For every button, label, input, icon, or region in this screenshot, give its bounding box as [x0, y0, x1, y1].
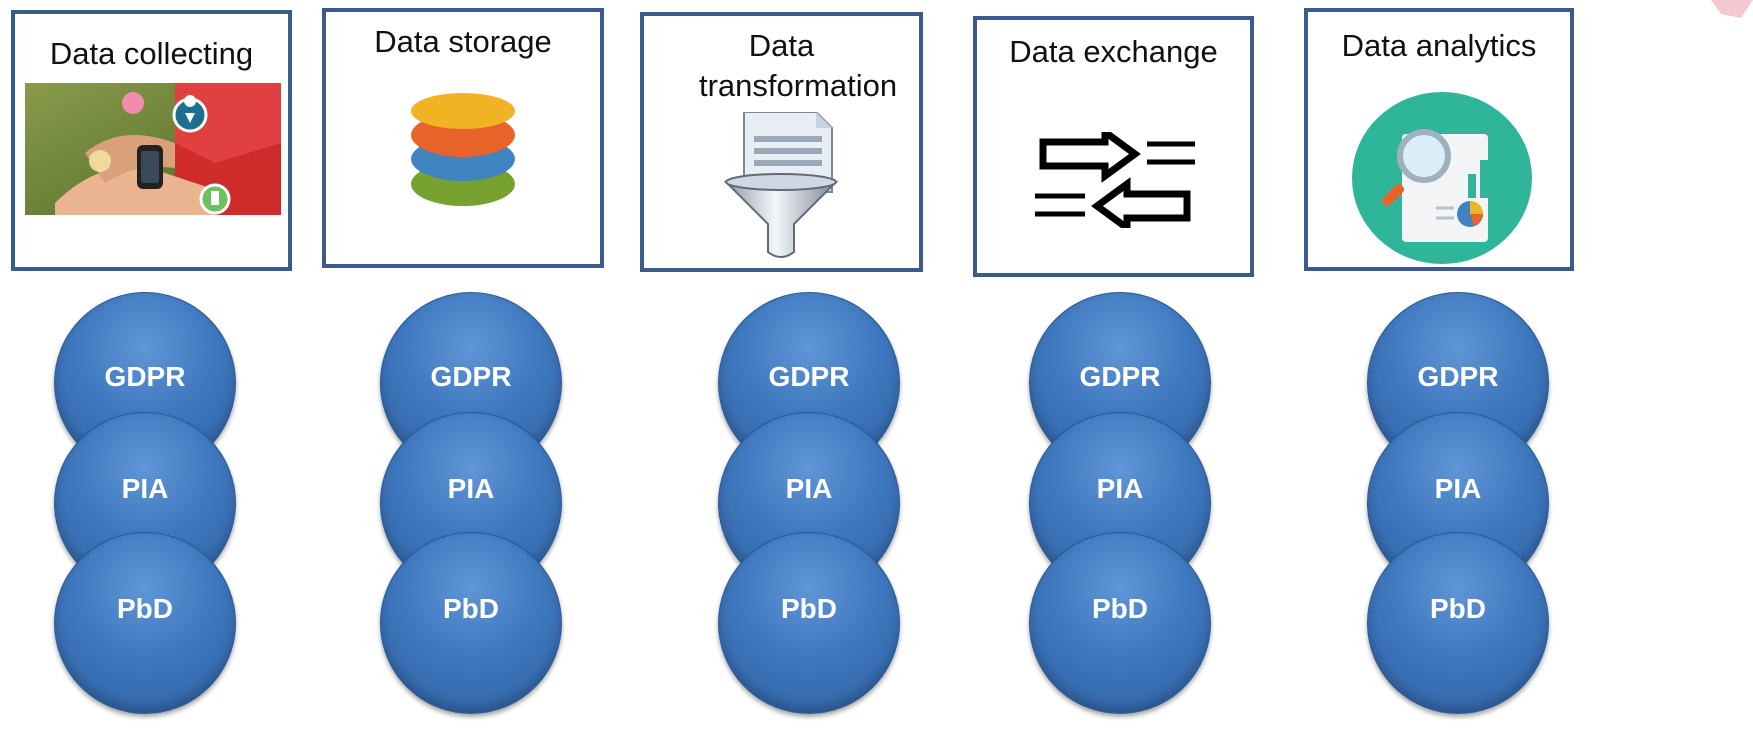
pbd-circle: PbD [1367, 532, 1549, 714]
analytics-report-icon [1352, 92, 1532, 264]
stage-title: Data storage [374, 24, 552, 59]
pbd-circle: PbD [1029, 532, 1211, 714]
pbd-circle: PbD [380, 532, 562, 714]
pbd-circle: PbD [718, 532, 900, 714]
corner-arrow-fragment [1711, 0, 1753, 18]
stage-box-data-collecting: Data collecting [11, 10, 292, 271]
data-funnel-icon [724, 112, 839, 258]
stage-title: Data analytics [1341, 28, 1537, 63]
stage-box-data-transformation: Data transformation [640, 12, 923, 272]
exchange-arrows-icon [1035, 132, 1195, 228]
privacy-stack-data-collecting: GDPR PIA PbD [54, 292, 236, 714]
smartwatch-photo-icon [25, 83, 281, 215]
privacy-stack-data-transformation: GDPR PIA PbD [718, 292, 900, 714]
privacy-stack-data-analytics: GDPR PIA PbD [1367, 292, 1549, 714]
stage-title: Data transformation [699, 28, 898, 103]
pbd-circle: PbD [54, 532, 236, 714]
privacy-stack-data-exchange: GDPR PIA PbD [1029, 292, 1211, 714]
database-stack-icon [411, 93, 515, 206]
privacy-stack-data-storage: GDPR PIA PbD [380, 292, 562, 714]
stage-title: Data exchange [1009, 34, 1218, 69]
stage-box-data-exchange: Data exchange [973, 16, 1254, 277]
stage-title: Data collecting [49, 36, 254, 71]
stage-box-data-analytics: Data analytics [1304, 8, 1574, 271]
stage-box-data-storage: Data storage [322, 8, 604, 268]
